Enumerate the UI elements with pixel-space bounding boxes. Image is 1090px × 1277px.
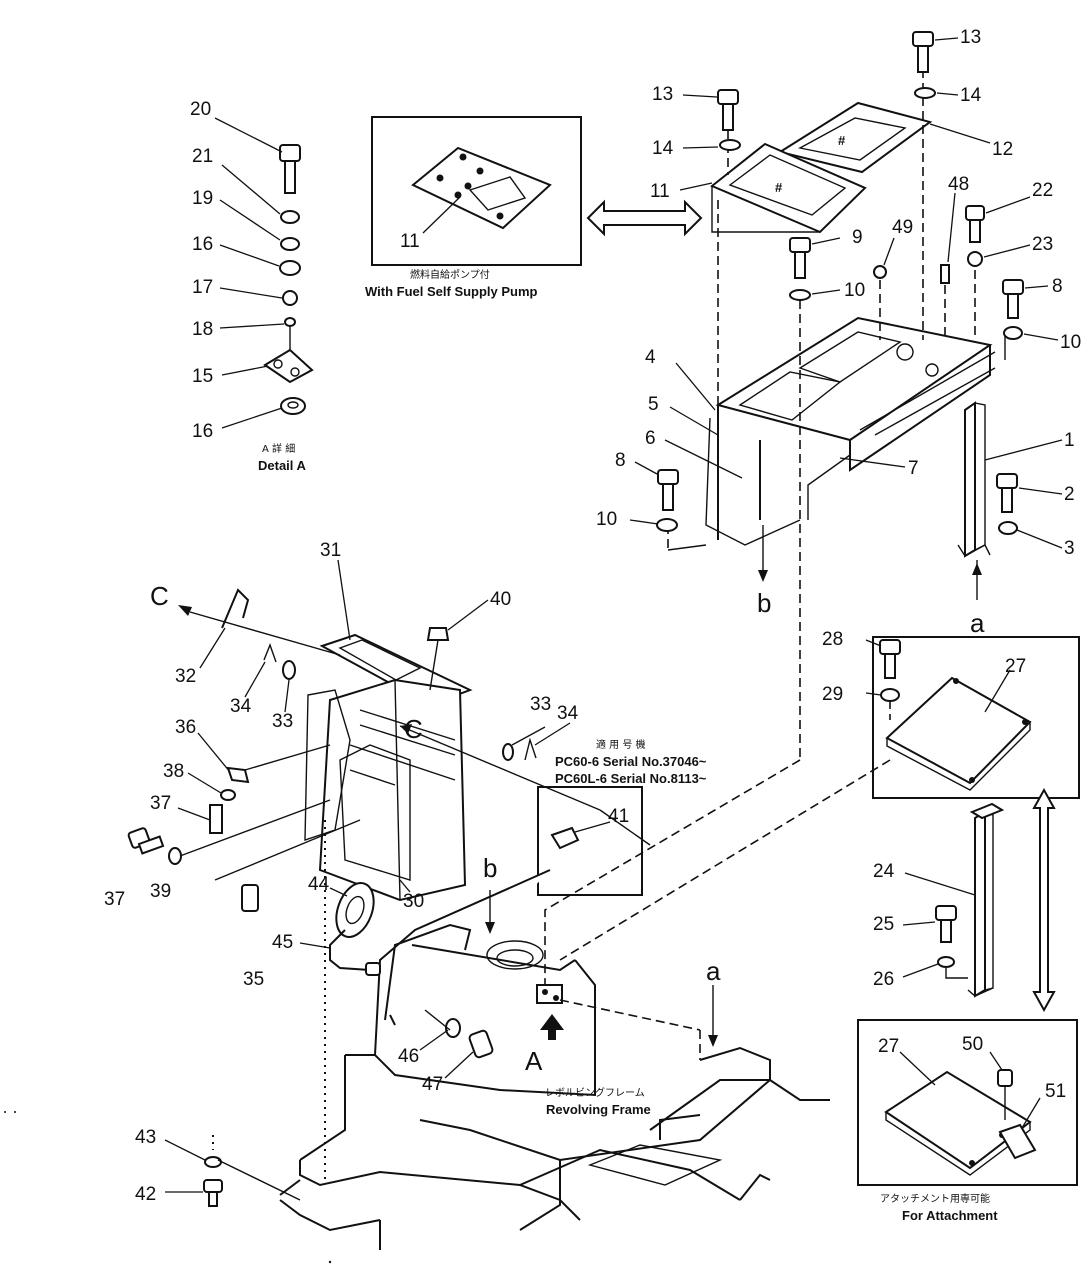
callout-44: 44: [308, 874, 330, 895]
callout-3: 3: [1064, 538, 1075, 559]
letter-a-upper: a: [970, 608, 985, 638]
callout-27a: 27: [1005, 656, 1026, 677]
callout-36: 36: [175, 717, 196, 738]
callout-27b: 27: [878, 1036, 899, 1057]
callout-8a: 8: [615, 450, 626, 471]
serial-line-2: PC60L-6 Serial No.8113~: [555, 771, 707, 786]
callout-2: 2: [1064, 484, 1075, 505]
detail-a-caption-en: Detail A: [258, 458, 307, 473]
callout-16a: 16: [192, 234, 213, 255]
callout-11b: 11: [400, 231, 420, 252]
callout-41: 41: [608, 806, 629, 827]
letter-b-upper: b: [757, 588, 771, 618]
callout-33b: 33: [530, 694, 551, 715]
letter-a-lower: a: [706, 956, 721, 986]
callout-45: 45: [272, 932, 293, 953]
callout-10a: 10: [844, 280, 865, 301]
callout-15: 15: [192, 366, 213, 387]
letter-b-lower: b: [483, 853, 497, 883]
callout-49: 49: [892, 217, 913, 238]
callout-28: 28: [822, 629, 843, 650]
reference-letters: a a b b A C C: [150, 581, 985, 1076]
callout-23: 23: [1032, 234, 1053, 255]
callout-17: 17: [192, 277, 213, 298]
callout-13a: 13: [960, 27, 981, 48]
callout-7: 7: [908, 458, 919, 479]
callout-13b: 13: [652, 84, 673, 105]
attach-caption-jp: アタッチメント用専可能: [880, 1192, 990, 1205]
callout-35: 35: [243, 969, 264, 990]
callout-20: 20: [190, 99, 211, 120]
callout-9: 9: [852, 227, 863, 248]
console-box-assembly: [127, 588, 651, 1180]
callout-22: 22: [1032, 180, 1053, 201]
frame-caption-en: Revolving Frame: [546, 1102, 651, 1117]
callout-10c: 10: [596, 509, 617, 530]
serial-line-1: PC60-6 Serial No.37046~: [555, 754, 707, 769]
revolving-frame-assembly: [203, 759, 891, 1250]
callout-48: 48: [948, 174, 969, 195]
callout-46: 46: [398, 1046, 419, 1067]
callout-34a: 34: [230, 696, 252, 717]
callout-16b: 16: [192, 421, 213, 442]
letter-C-left: C: [150, 581, 169, 611]
callout-26: 26: [873, 969, 894, 990]
callout-14b: 14: [652, 138, 674, 159]
long-double-arrow: [1032, 787, 1056, 1013]
callout-37b: 37: [104, 889, 125, 910]
callout-29: 29: [822, 684, 843, 705]
callout-5: 5: [648, 394, 659, 415]
callout-34b: 34: [557, 703, 579, 724]
callout-12: 12: [992, 139, 1013, 160]
callout-43: 43: [135, 1127, 156, 1148]
captions: 燃料自給ポンプ付 With Fuel Self Supply Pump A 詳 …: [258, 268, 998, 1223]
callout-32: 32: [175, 666, 196, 687]
double-arrow-upper: [586, 199, 703, 237]
callout-6: 6: [645, 428, 656, 449]
callout-24: 24: [873, 861, 895, 882]
callout-40: 40: [490, 589, 511, 610]
inset-fuel-pump: [371, 116, 582, 266]
callout-10b: 10: [1060, 332, 1081, 353]
part-numbers: 1 2 3 4 5 6 7 8 8 9 10 10 10 11 11 12 13…: [104, 27, 1081, 1205]
frame-caption-jp: レボルビングフレーム: [545, 1086, 645, 1099]
callout-25: 25: [873, 914, 894, 935]
callout-33a: 33: [272, 711, 293, 732]
callout-30: 30: [403, 891, 424, 912]
callout-21: 21: [192, 146, 213, 167]
detail-a-caption-jp: A 詳 細: [262, 442, 295, 455]
callout-1: 1: [1064, 430, 1075, 451]
upper-fasteners: [656, 31, 1024, 720]
callout-19: 19: [192, 188, 213, 209]
letter-C-console: C: [404, 714, 423, 744]
callout-14a: 14: [960, 85, 982, 106]
inset-27-upper: [872, 636, 1080, 799]
serial-caption-jp: 適 用 号 機: [596, 738, 646, 751]
callout-42: 42: [135, 1184, 156, 1205]
callout-18: 18: [192, 319, 213, 340]
letter-A: A: [525, 1046, 543, 1076]
callout-11a: 11: [650, 181, 670, 202]
callout-47: 47: [422, 1074, 443, 1095]
attach-caption-en: For Attachment: [902, 1208, 998, 1223]
callout-39: 39: [150, 881, 171, 902]
stray-marks: [4, 1111, 332, 1264]
callout-38: 38: [163, 761, 184, 782]
bracket-24: [935, 802, 1037, 1160]
fuel-pump-caption-en: With Fuel Self Supply Pump: [365, 284, 538, 299]
callout-8b: 8: [1052, 276, 1063, 297]
fuel-pump-caption-jp: 燃料自給ポンプ付: [410, 268, 490, 281]
detail-a-stack: [263, 144, 314, 415]
svg-text:#: #: [838, 133, 846, 148]
inset-serial: [537, 786, 643, 896]
callout-4: 4: [645, 347, 656, 368]
callout-50: 50: [962, 1034, 983, 1055]
leader-lines: [164, 37, 1063, 1193]
callout-37a: 37: [150, 793, 171, 814]
callout-31: 31: [320, 540, 341, 561]
svg-text:#: #: [775, 180, 783, 195]
callout-51: 51: [1045, 1081, 1066, 1102]
floor-frame-assembly: # #: [667, 55, 1006, 760]
